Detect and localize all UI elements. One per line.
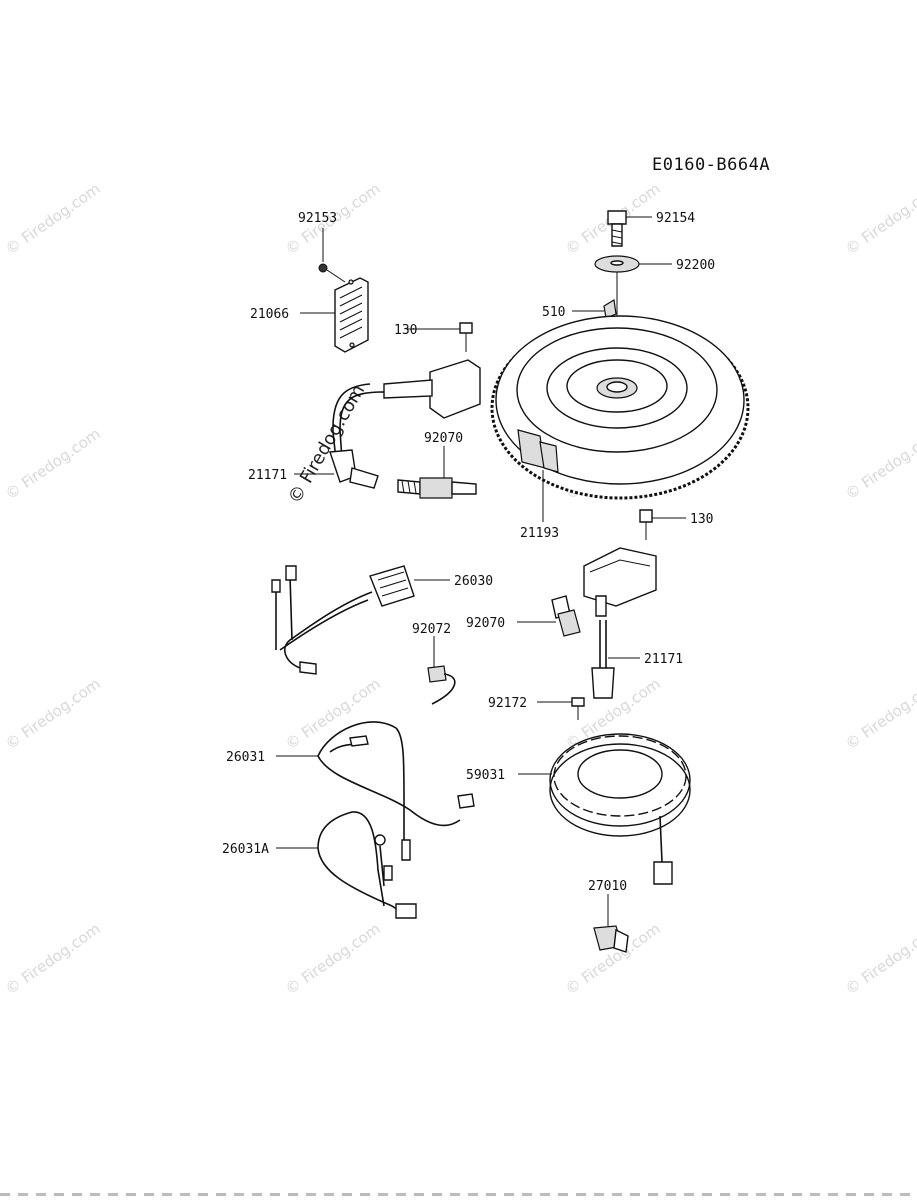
watermark: © Firedog.com: [2, 180, 104, 259]
label-92154: 92154: [656, 211, 695, 226]
ignition-coil-lower: [583, 547, 657, 617]
screw-92172: [537, 697, 585, 720]
harness-26031: [276, 721, 475, 860]
key-510: [572, 299, 617, 319]
label-92070-lower: 92070: [466, 616, 505, 631]
spark-plug-lower: [517, 595, 581, 637]
watermark: © Firedog.com: [2, 425, 104, 504]
watermark: © Firedog.com: [2, 675, 104, 754]
label-510: 510: [542, 305, 565, 320]
page-bottom-border: [0, 1193, 917, 1196]
bolt-92154: [607, 210, 652, 247]
stator-59031: [518, 733, 691, 885]
watermark: © Firedog.com: [842, 920, 917, 999]
ignition-coil-upper: [329, 359, 481, 489]
label-92200: 92200: [676, 258, 715, 273]
label-130-lower: 130: [690, 512, 713, 527]
watermark: © Firedog.com: [2, 920, 104, 999]
screw-92153: [318, 228, 346, 283]
bolt-130-upper: [407, 322, 473, 352]
watermark-center: © Firedog.com: [284, 381, 369, 507]
label-21193: 21193: [520, 526, 559, 541]
label-130-upper: 130: [394, 323, 417, 338]
label-21171-upper: 21171: [248, 468, 287, 483]
washer-92200: [594, 255, 672, 273]
label-92172: 92172: [488, 696, 527, 711]
label-59031: 59031: [466, 768, 505, 783]
label-27010: 27010: [588, 879, 627, 894]
bolt-130-lower: [639, 509, 686, 540]
watermark: © Firedog.com: [282, 920, 384, 999]
diagram-code: E0160-B664A: [652, 155, 770, 175]
label-26030: 26030: [454, 574, 493, 589]
label-92153: 92153: [298, 211, 337, 226]
watermark: © Firedog.com: [282, 675, 384, 754]
label-21171-lower: 21171: [644, 652, 683, 667]
flywheel-21193: [490, 315, 750, 522]
harness-26030: [271, 565, 450, 675]
terminal-92072: [427, 636, 456, 705]
regulator-21066: [300, 277, 369, 353]
spark-plug-upper: [397, 446, 477, 499]
plug-cap-lower: [591, 620, 640, 699]
label-92072: 92072: [412, 622, 451, 637]
harness-26031A: [276, 811, 417, 919]
label-21066: 21066: [250, 307, 289, 322]
switch-27010: [593, 894, 629, 953]
label-26031: 26031: [226, 750, 265, 765]
watermark: © Firedog.com: [842, 180, 917, 259]
watermark: © Firedog.com: [842, 675, 917, 754]
label-26031A: 26031A: [222, 842, 269, 857]
watermark: © Firedog.com: [842, 425, 917, 504]
label-92070-upper: 92070: [424, 431, 463, 446]
